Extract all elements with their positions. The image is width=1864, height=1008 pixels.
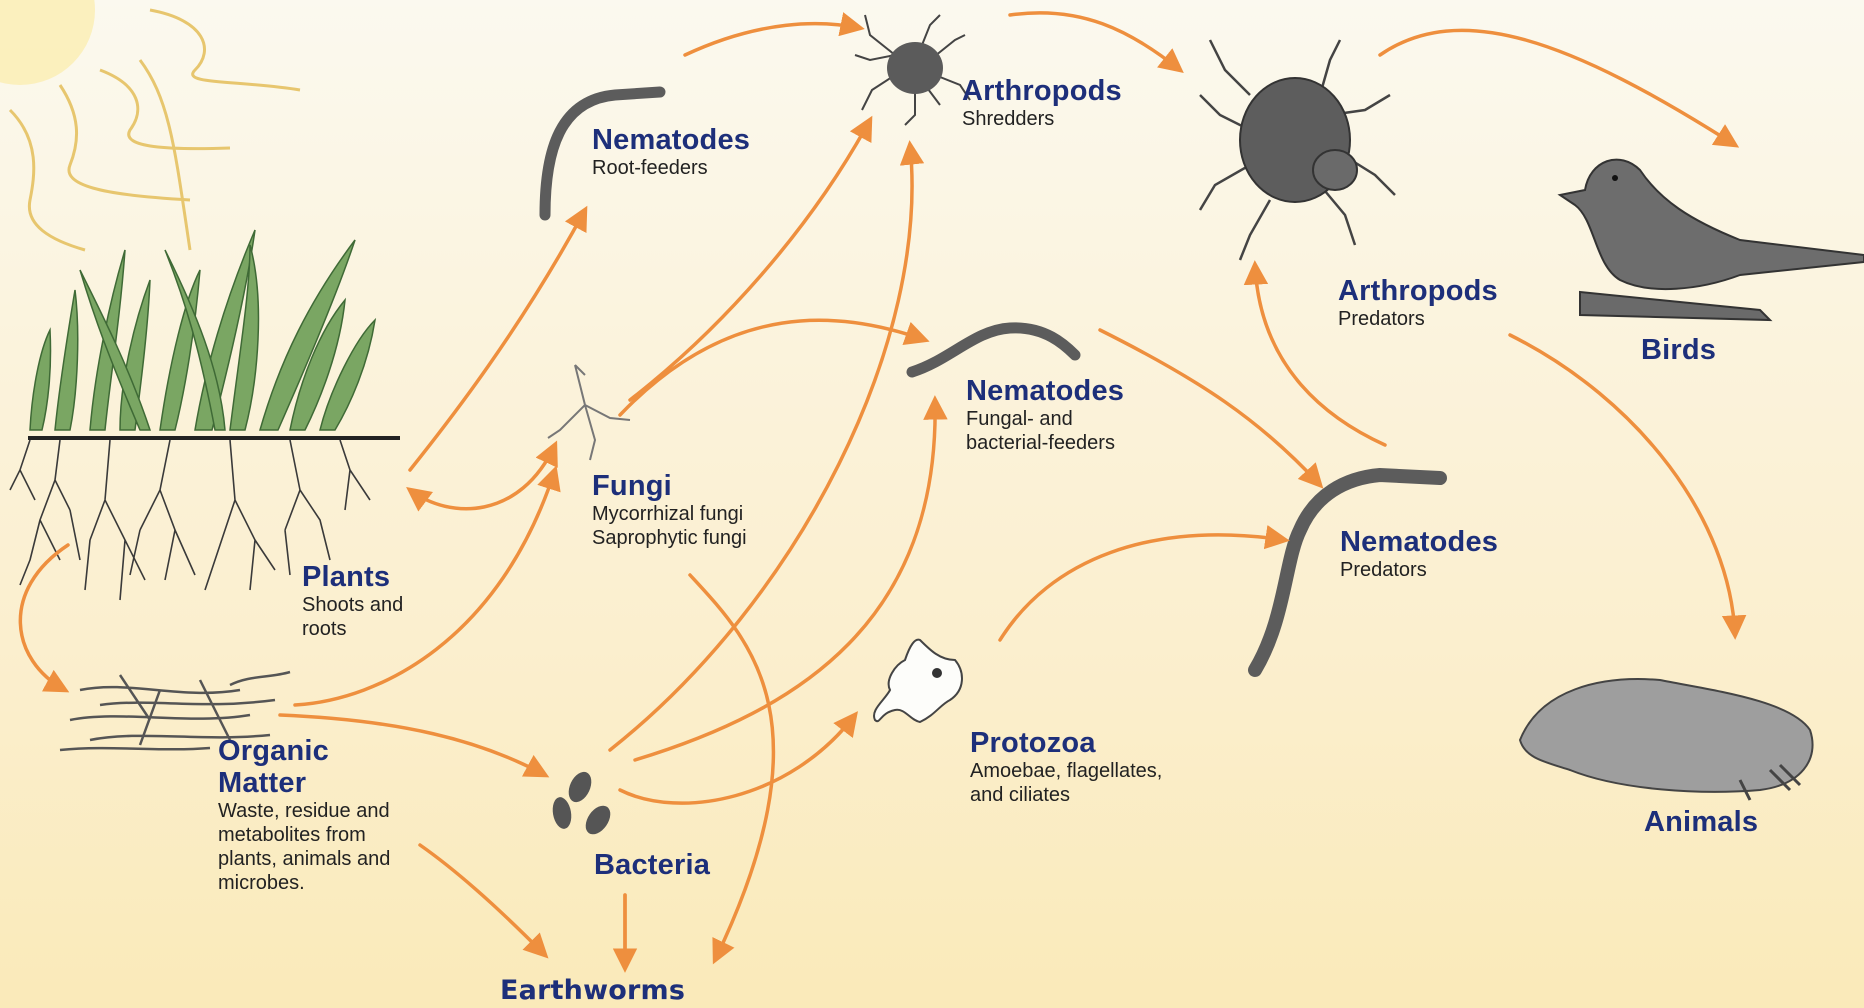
node-subtitle: Shredders [962, 107, 1122, 131]
node-title: Nematodes [966, 375, 1124, 407]
node-subtitle: plants, animals and [218, 847, 390, 871]
plants-label: Plants Shoots and roots [302, 561, 403, 641]
nematode-icon [912, 328, 1075, 372]
earthworms-label: Earthworms [500, 975, 685, 1007]
node-subtitle: Root-feeders [592, 156, 750, 180]
bacteria-icon [550, 768, 615, 839]
arrow-fungal-nematodes-to-predator-nematodes [1100, 330, 1320, 485]
node-title: Arthropods [962, 75, 1122, 107]
node-title: Plants [302, 561, 403, 593]
node-subtitle: Saprophytic fungi [592, 526, 747, 550]
node-subtitle: Waste, residue and [218, 799, 390, 823]
mite-icon [1200, 40, 1395, 260]
nematodes-root-feeders-label: Nematodes Root-feeders [592, 124, 750, 180]
node-title: Animals [1644, 806, 1758, 838]
arrow-shredders-to-predator-arthropods [1010, 13, 1180, 70]
node-subtitle: Predators [1338, 307, 1498, 331]
sun-icon [0, 0, 300, 250]
node-title: Birds [1641, 334, 1716, 366]
node-subtitle: Shoots and [302, 593, 403, 617]
node-subtitle: roots [302, 617, 403, 641]
arrow-fungi-to-earthworms [690, 575, 773, 960]
node-subtitle: Mycorrhizal fungi [592, 502, 747, 526]
node-title: Bacteria [594, 849, 710, 881]
node-title: Earthworms [500, 975, 685, 1007]
node-subtitle: Predators [1340, 558, 1498, 582]
node-subtitle: microbes. [218, 871, 390, 895]
arrow-bacteria-to-shredders [610, 145, 912, 750]
node-subtitle: Fungal- and [966, 407, 1124, 431]
node-title: Nematodes [1340, 526, 1498, 558]
fungi-label: Fungi Mycorrhizal fungi Saprophytic fung… [592, 470, 747, 550]
fungi-icon [548, 365, 630, 460]
arrow-to-shredders-top [685, 24, 860, 55]
birds-label: Birds [1641, 334, 1716, 366]
arrow-plants-fungi [410, 445, 555, 509]
node-subtitle: and ciliates [970, 783, 1162, 807]
arrow-predator-arthropods-to-animals [1510, 335, 1735, 635]
node-title: Fungi [592, 470, 747, 502]
node-title: Matter [218, 767, 390, 799]
node-subtitle: metabolites from [218, 823, 390, 847]
arrow-organic-to-earthworms [420, 845, 545, 955]
nematodes-fungal-bacterial-label: Nematodes Fungal- and bacterial-feeders [966, 375, 1124, 455]
arrow-bacteria-to-protozoa [620, 715, 855, 803]
organic-matter-label: Organic Matter Waste, residue and metabo… [218, 735, 390, 895]
node-title: Arthropods [1338, 275, 1498, 307]
amoeba-icon [874, 640, 962, 722]
protozoa-label: Protozoa Amoebae, flagellates, and cilia… [970, 727, 1162, 807]
node-subtitle: bacterial-feeders [966, 431, 1124, 455]
node-title: Protozoa [970, 727, 1162, 759]
arrow-predator-arthropods-to-birds [1380, 30, 1735, 145]
nematodes-predators-label: Nematodes Predators [1340, 526, 1498, 582]
arrow-protozoa-to-predator-nematodes [1000, 535, 1285, 640]
mole-icon [1520, 679, 1813, 800]
node-title: Nematodes [592, 124, 750, 156]
node-subtitle: Amoebae, flagellates, [970, 759, 1162, 783]
arthropods-predators-label: Arthropods Predators [1338, 275, 1498, 331]
animals-label: Animals [1644, 806, 1758, 838]
arthropods-shredders-label: Arthropods Shredders [962, 75, 1122, 131]
bacteria-label: Bacteria [594, 849, 710, 881]
bird-icon [1560, 160, 1864, 320]
mite-icon [855, 15, 970, 125]
node-title: Organic [218, 735, 390, 767]
